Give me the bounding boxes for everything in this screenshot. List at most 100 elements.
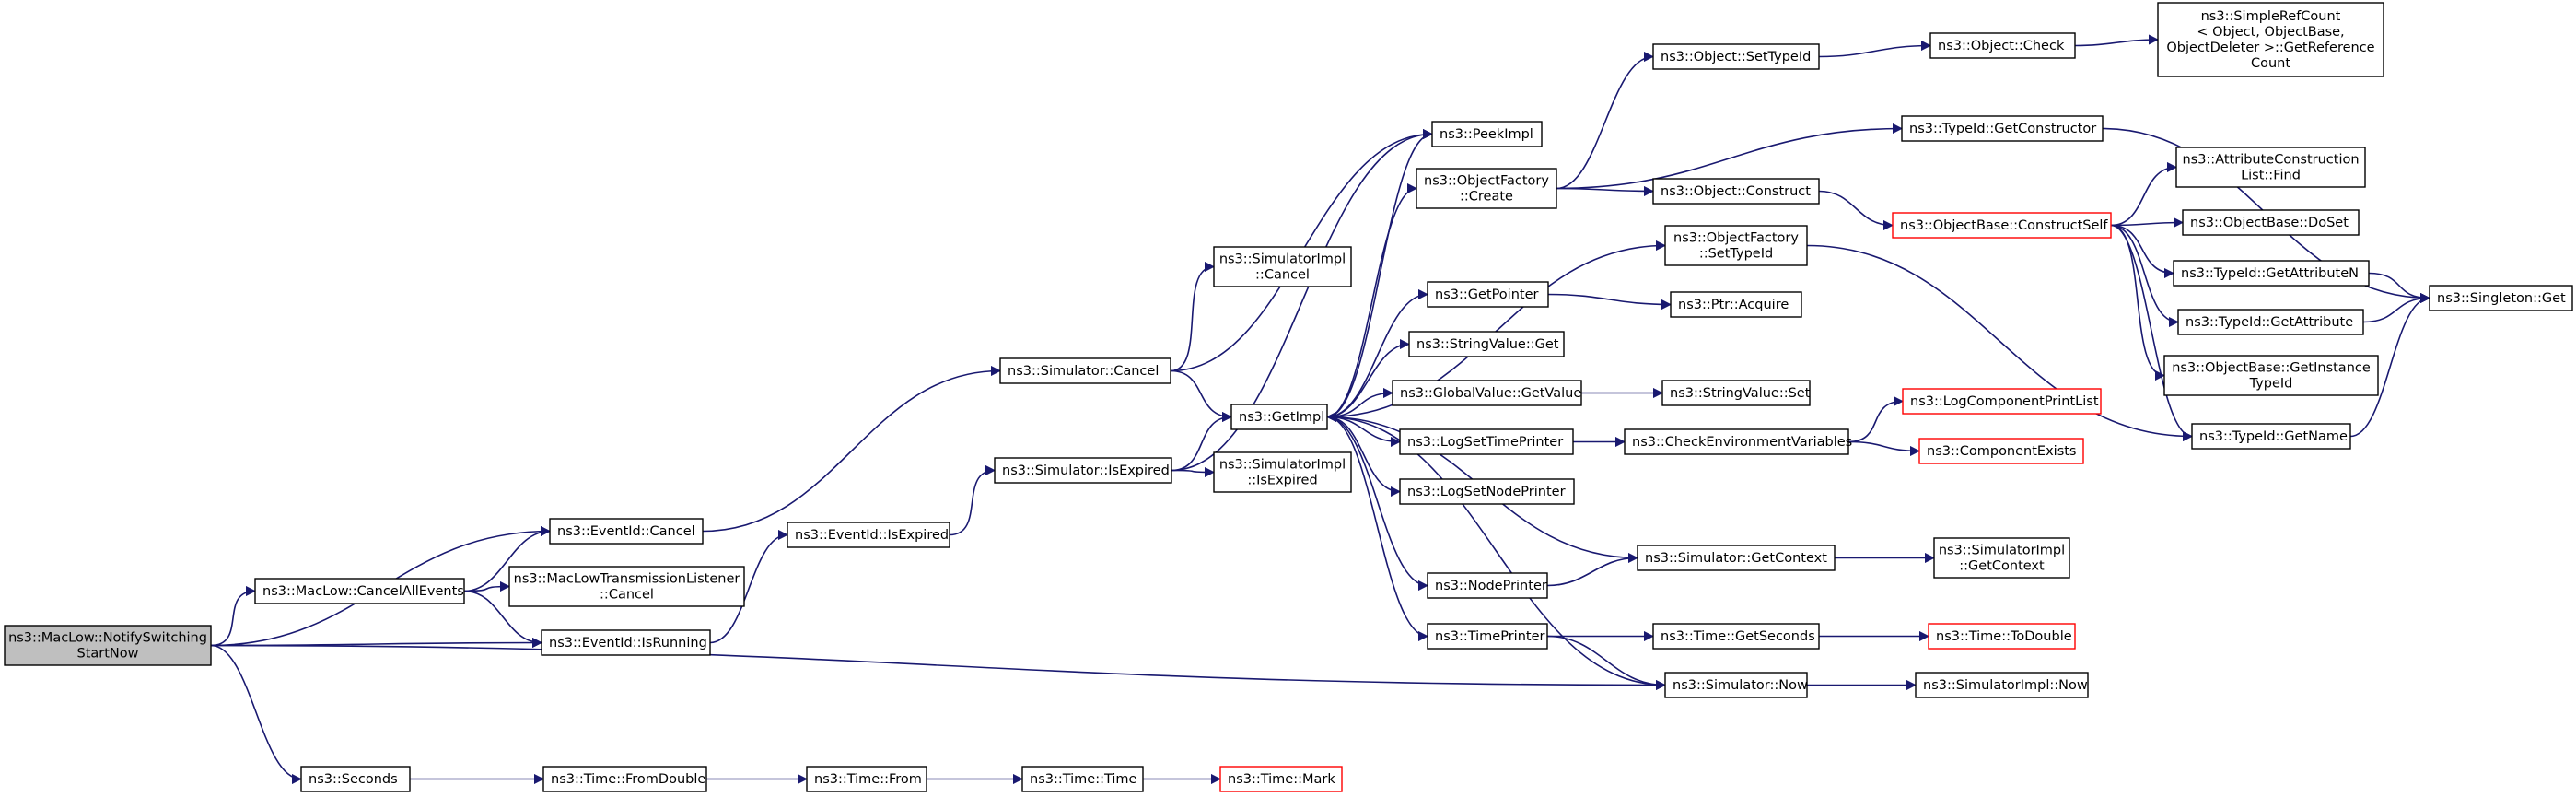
graph-node-obj-settypeid[interactable]: ns3::Object::SetTypeId: [1652, 43, 1820, 70]
graph-node-getimpl[interactable]: ns3::GetImpl: [1230, 404, 1328, 430]
graph-node-simimpl-isexpired[interactable]: ns3::SimulatorImpl::IsExpired: [1213, 451, 1352, 493]
node-box: [787, 522, 950, 548]
graph-node-componentexists[interactable]: ns3::ComponentExists: [1918, 438, 2084, 464]
node-label: ns3::TypeId::GetName: [2199, 429, 2348, 444]
node-label: ns3::StringValue::Get: [1416, 337, 1559, 352]
node-box: [1933, 537, 2070, 579]
graph-node-simimpl-getcontext[interactable]: ns3::SimulatorImpl::GetContext: [1933, 537, 2070, 579]
call-edge-objbase_constructself-to-attrconstruction_find: [2110, 161, 2178, 227]
node-label: ns3::LogComponentPrintList: [1910, 394, 2099, 409]
graph-node-time-mark[interactable]: ns3::Time::Mark: [1219, 766, 1343, 792]
graph-node-singleton-get[interactable]: ns3::Singleton::Get: [2429, 285, 2573, 311]
graph-node-time-getseconds[interactable]: ns3::Time::GetSeconds: [1652, 623, 1820, 650]
graph-node-sim-cancel[interactable]: ns3::Simulator::Cancel: [999, 357, 1171, 384]
node-label: ns3::Time::ToDouble: [1936, 629, 2072, 644]
call-edge-objfactory_settypeid-to-typeid_getname: [1806, 244, 2194, 442]
graph-node-eventid-cancel[interactable]: ns3::EventId::Cancel: [549, 518, 704, 545]
node-label: ns3::CheckEnvironmentVariables: [1632, 435, 1852, 450]
node-box: [1399, 478, 1575, 505]
graph-node-sim-isexpired[interactable]: ns3::Simulator::IsExpired: [994, 457, 1172, 484]
node-label: ns3::Singleton::Get: [2437, 291, 2566, 306]
graph-node-getpointer[interactable]: ns3::GetPointer: [1427, 281, 1549, 308]
graph-node-time-fromdouble[interactable]: ns3::Time::FromDouble: [542, 766, 707, 792]
node-label: ns3::SimulatorImpl: [1939, 544, 2065, 558]
graph-node-obj-check[interactable]: ns3::Object::Check: [1929, 32, 2076, 59]
graph-node-logcomponentprintlist[interactable]: ns3::LogComponentPrintList: [1902, 388, 2102, 415]
graph-node-typeid-getattributen[interactable]: ns3::TypeId::GetAttributeN: [2173, 260, 2370, 287]
graph-node-time-from[interactable]: ns3::Time::From: [806, 766, 927, 792]
node-box: [541, 629, 711, 656]
node-box: [1399, 428, 1574, 455]
graph-node-time-time[interactable]: ns3::Time::Time: [1021, 766, 1144, 792]
graph-node-simimpl-cancel[interactable]: ns3::SimulatorImpl::Cancel: [1213, 246, 1352, 287]
graph-node-objfactory-create[interactable]: ns3::ObjectFactory::Create: [1416, 168, 1557, 209]
node-label: Count: [2251, 56, 2290, 71]
graph-node-typeid-getconstructor[interactable]: ns3::TypeId::GetConstructor: [1901, 115, 2104, 142]
graph-node-sim-getcontext[interactable]: ns3::Simulator::GetContext: [1637, 545, 1836, 571]
graph-node-simplerefcount[interactable]: ns3::SimpleRefCount< Object, ObjectBase,…: [2157, 2, 2384, 77]
graph-node-objbase-doset[interactable]: ns3::ObjectBase::DoSet: [2182, 209, 2360, 236]
graph-node-mltl-cancel[interactable]: ns3::MacLowTransmissionListener::Cancel: [508, 566, 745, 607]
node-box: [300, 766, 411, 792]
graph-node-stringvalue-set[interactable]: ns3::StringValue::Set: [1661, 380, 1811, 406]
call-edge-maclow_cancelall-to-eventid_isrunning: [463, 590, 543, 649]
graph-node-sim-now[interactable]: ns3::Simulator::Now: [1664, 672, 1808, 698]
graph-node-globalvalue-getvalue[interactable]: ns3::GlobalValue::GetValue: [1392, 380, 1582, 406]
node-box: [1664, 672, 1808, 698]
node-box: [1664, 225, 1808, 266]
call-edge-getpointer-to-ptr_acquire: [1547, 293, 1673, 311]
node-box: [1219, 766, 1343, 792]
node-label: ns3::SimpleRefCount: [2201, 9, 2341, 24]
node-label: ::Cancel: [600, 588, 654, 603]
graph-node-peekimpl[interactable]: ns3::PeekImpl: [1431, 121, 1543, 147]
node-label: ns3::Object::Check: [1938, 39, 2065, 53]
graph-node-checkenv[interactable]: ns3::CheckEnvironmentVariables: [1624, 428, 1852, 455]
graph-node-ptr-acquire[interactable]: ns3::Ptr::Acquire: [1670, 291, 1802, 318]
graph-node-nodeprinter[interactable]: ns3::NodePrinter: [1427, 572, 1548, 599]
node-box: [2182, 209, 2360, 236]
node-label: ::SetTypeId: [1699, 247, 1773, 262]
graph-node-eventid-isexpired[interactable]: ns3::EventId::IsExpired: [787, 522, 950, 548]
graph-node-maclow-cancelall[interactable]: ns3::MacLow::CancelAllEvents: [254, 578, 465, 604]
graph-node-objbase-constructself[interactable]: ns3::ObjectBase::ConstructSelf: [1892, 212, 2112, 239]
node-box: [1427, 572, 1548, 599]
call-edge-objbase_constructself-to-typeid_getattributen: [2110, 224, 2175, 279]
graph-node-logsettimeprinter[interactable]: ns3::LogSetTimePrinter: [1399, 428, 1574, 455]
graph-node-stringvalue-get[interactable]: ns3::StringValue::Get: [1408, 331, 1565, 357]
node-box: [1652, 178, 1820, 205]
graph-node-timeprinter[interactable]: ns3::TimePrinter: [1427, 623, 1548, 650]
node-label: ns3::ObjectBase::ConstructSelf: [1900, 218, 2108, 233]
graph-node-seconds[interactable]: ns3::Seconds: [300, 766, 411, 792]
node-label: ns3::MacLow::NotifySwitching: [8, 631, 207, 646]
node-label: ns3::Simulator::IsExpired: [1002, 463, 1170, 478]
call-edge-root-to-sim_now: [210, 644, 1667, 691]
node-box: [1427, 623, 1548, 650]
node-box: [1213, 246, 1352, 287]
graph-node-objfactory-settypeid[interactable]: ns3::ObjectFactory::SetTypeId: [1664, 225, 1808, 266]
node-label: ns3::TypeId::GetAttribute: [2186, 315, 2353, 330]
node-box: [4, 625, 212, 666]
graph-node-obj-construct[interactable]: ns3::Object::Construct: [1652, 178, 1820, 205]
graph-node-typeid-getattribute[interactable]: ns3::TypeId::GetAttribute: [2177, 309, 2364, 335]
call-edge-objfactory_create-to-typeid_getconstructor: [1556, 123, 1904, 190]
graph-node-simimpl-now[interactable]: ns3::SimulatorImpl::Now: [1915, 672, 2089, 698]
node-label: ns3::Simulator::Cancel: [1008, 364, 1159, 379]
node-label: ::Create: [1460, 190, 1513, 205]
node-box: [1670, 291, 1802, 318]
node-label: ns3::ObjectBase::DoSet: [2190, 216, 2349, 230]
node-label: ns3::TypeId::GetConstructor: [1909, 122, 2096, 136]
node-box: [1427, 281, 1549, 308]
graph-node-time-todouble[interactable]: ns3::Time::ToDouble: [1928, 623, 2076, 650]
graph-node-typeid-getname[interactable]: ns3::TypeId::GetName: [2191, 423, 2351, 450]
node-box: [1021, 766, 1144, 792]
call-edge-obj_settypeid-to-obj_check: [1818, 40, 1932, 58]
graph-node-logsetnodeprinter[interactable]: ns3::LogSetNodePrinter: [1399, 478, 1575, 505]
graph-nodes: ns3::MacLow::NotifySwitchingStartNowns3:…: [4, 2, 2573, 792]
graph-node-eventid-isrunning[interactable]: ns3::EventId::IsRunning: [541, 629, 711, 656]
call-edge-typeid_getattribute-to-singleton_get: [2362, 292, 2431, 323]
node-label: ns3::EventId::IsRunning: [549, 636, 707, 650]
